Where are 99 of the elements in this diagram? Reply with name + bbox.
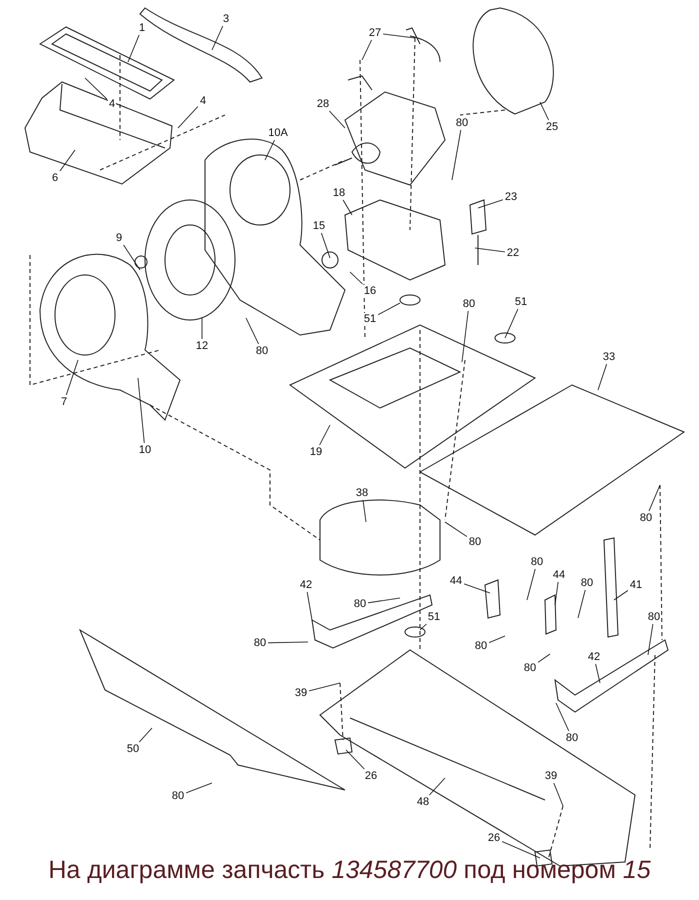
- leader-line: [212, 26, 224, 50]
- leader-line: [264, 140, 275, 160]
- leader-line: [648, 624, 654, 656]
- leader-line: [308, 682, 340, 692]
- callout-number: 22: [506, 247, 520, 259]
- leader-line: [342, 200, 352, 216]
- callout-number: 80: [454, 117, 470, 129]
- callout-number: 7: [60, 396, 68, 408]
- leader-line: [329, 110, 346, 128]
- callout-number: 80: [170, 790, 186, 802]
- callout-number: 44: [448, 575, 464, 587]
- callout-number: 28: [316, 98, 330, 110]
- callout-number: 51: [514, 296, 528, 308]
- callout-number: 48: [416, 796, 430, 808]
- leader-line: [346, 750, 365, 770]
- callout-number: 80: [580, 577, 594, 589]
- callout-number: 26: [486, 832, 502, 844]
- leader-line: [540, 102, 549, 120]
- leader-line: [504, 308, 518, 338]
- leader-line: [595, 664, 600, 684]
- leader-line: [488, 636, 506, 643]
- leader-line: [478, 199, 504, 208]
- callout-number: 39: [294, 687, 308, 699]
- leader-line: [382, 34, 416, 38]
- callout-number: 41: [628, 579, 644, 591]
- callout-number: 80: [638, 512, 654, 524]
- callout-number: 1: [138, 22, 146, 34]
- caption: На диаграмме запчасть 134587700 под номером 15: [47, 856, 652, 885]
- leader-line: [362, 500, 366, 522]
- callout-number: 44: [552, 569, 566, 581]
- callout-number: 51: [426, 611, 442, 623]
- callout-number: 51: [362, 313, 378, 325]
- leader-line: [84, 78, 108, 100]
- callout-number: 3: [222, 13, 230, 25]
- leader-line: [420, 624, 427, 630]
- callout-number: 80: [474, 640, 488, 652]
- leader-line: [614, 590, 628, 600]
- callout-number: 10: [138, 444, 152, 456]
- callout-number: 80: [646, 611, 662, 623]
- callout-number: 6: [50, 172, 60, 184]
- leader-line: [306, 592, 312, 620]
- leader-line: [556, 702, 570, 732]
- callout-number: 80: [252, 637, 268, 649]
- callout-number: 12: [194, 340, 210, 352]
- callout-number: 19: [308, 446, 324, 458]
- leader-line: [429, 778, 446, 796]
- leader-line: [66, 360, 78, 396]
- callout-number: 25: [544, 121, 560, 133]
- leader-line: [444, 522, 468, 537]
- leader-line: [378, 302, 400, 316]
- callout-number: 18: [332, 187, 346, 199]
- leader-line: [598, 364, 608, 390]
- leader-line: [321, 232, 330, 258]
- callout-number: 26: [364, 770, 378, 782]
- leader-line: [502, 841, 540, 858]
- leader-line: [186, 782, 212, 794]
- leader-line: [368, 598, 400, 604]
- leader-line: [246, 318, 259, 344]
- leader-line: [554, 582, 558, 606]
- callout-number: 42: [298, 579, 314, 591]
- leader-line: [578, 590, 586, 618]
- leader-line: [138, 378, 145, 444]
- leader-line: [268, 642, 308, 644]
- callout-number: 42: [586, 651, 602, 663]
- leader-line: [178, 106, 198, 128]
- leader-line: [538, 654, 550, 663]
- callout-number: 80: [530, 556, 544, 568]
- callout-number: 80: [254, 345, 270, 357]
- callout-number: 80: [352, 598, 368, 610]
- callout-number: 4: [198, 95, 208, 107]
- callout-number: 80: [462, 298, 476, 310]
- leader-line: [138, 728, 152, 742]
- leader-line: [553, 782, 564, 806]
- callout-number: 50: [126, 743, 140, 755]
- leader-line: [123, 244, 140, 270]
- leader-line: [648, 484, 660, 512]
- callout-number: 38: [354, 487, 370, 499]
- leader-line: [526, 568, 536, 600]
- callout-number: 33: [602, 351, 616, 363]
- leader-line: [350, 272, 363, 284]
- callout-number: 9: [114, 232, 124, 244]
- leader-line: [60, 150, 76, 172]
- leader-line: [464, 584, 490, 594]
- callout-number: 80: [522, 662, 538, 674]
- leader-line: [319, 424, 330, 446]
- callout-number: 23: [504, 191, 518, 203]
- callout-number: 80: [564, 732, 580, 744]
- leader-line: [462, 310, 469, 362]
- leader-line: [362, 40, 372, 60]
- callout-number: 16: [362, 285, 378, 297]
- leader-line: [452, 130, 462, 180]
- callout-number: 80: [468, 536, 482, 548]
- callout-number: 15: [312, 220, 326, 232]
- callout-number: 27: [368, 27, 382, 39]
- callout-number: 10A: [267, 127, 289, 139]
- leader-line: [474, 248, 506, 252]
- callout-number: 4: [108, 98, 116, 110]
- leader-line: [128, 34, 140, 62]
- callout-number: 39: [544, 770, 558, 782]
